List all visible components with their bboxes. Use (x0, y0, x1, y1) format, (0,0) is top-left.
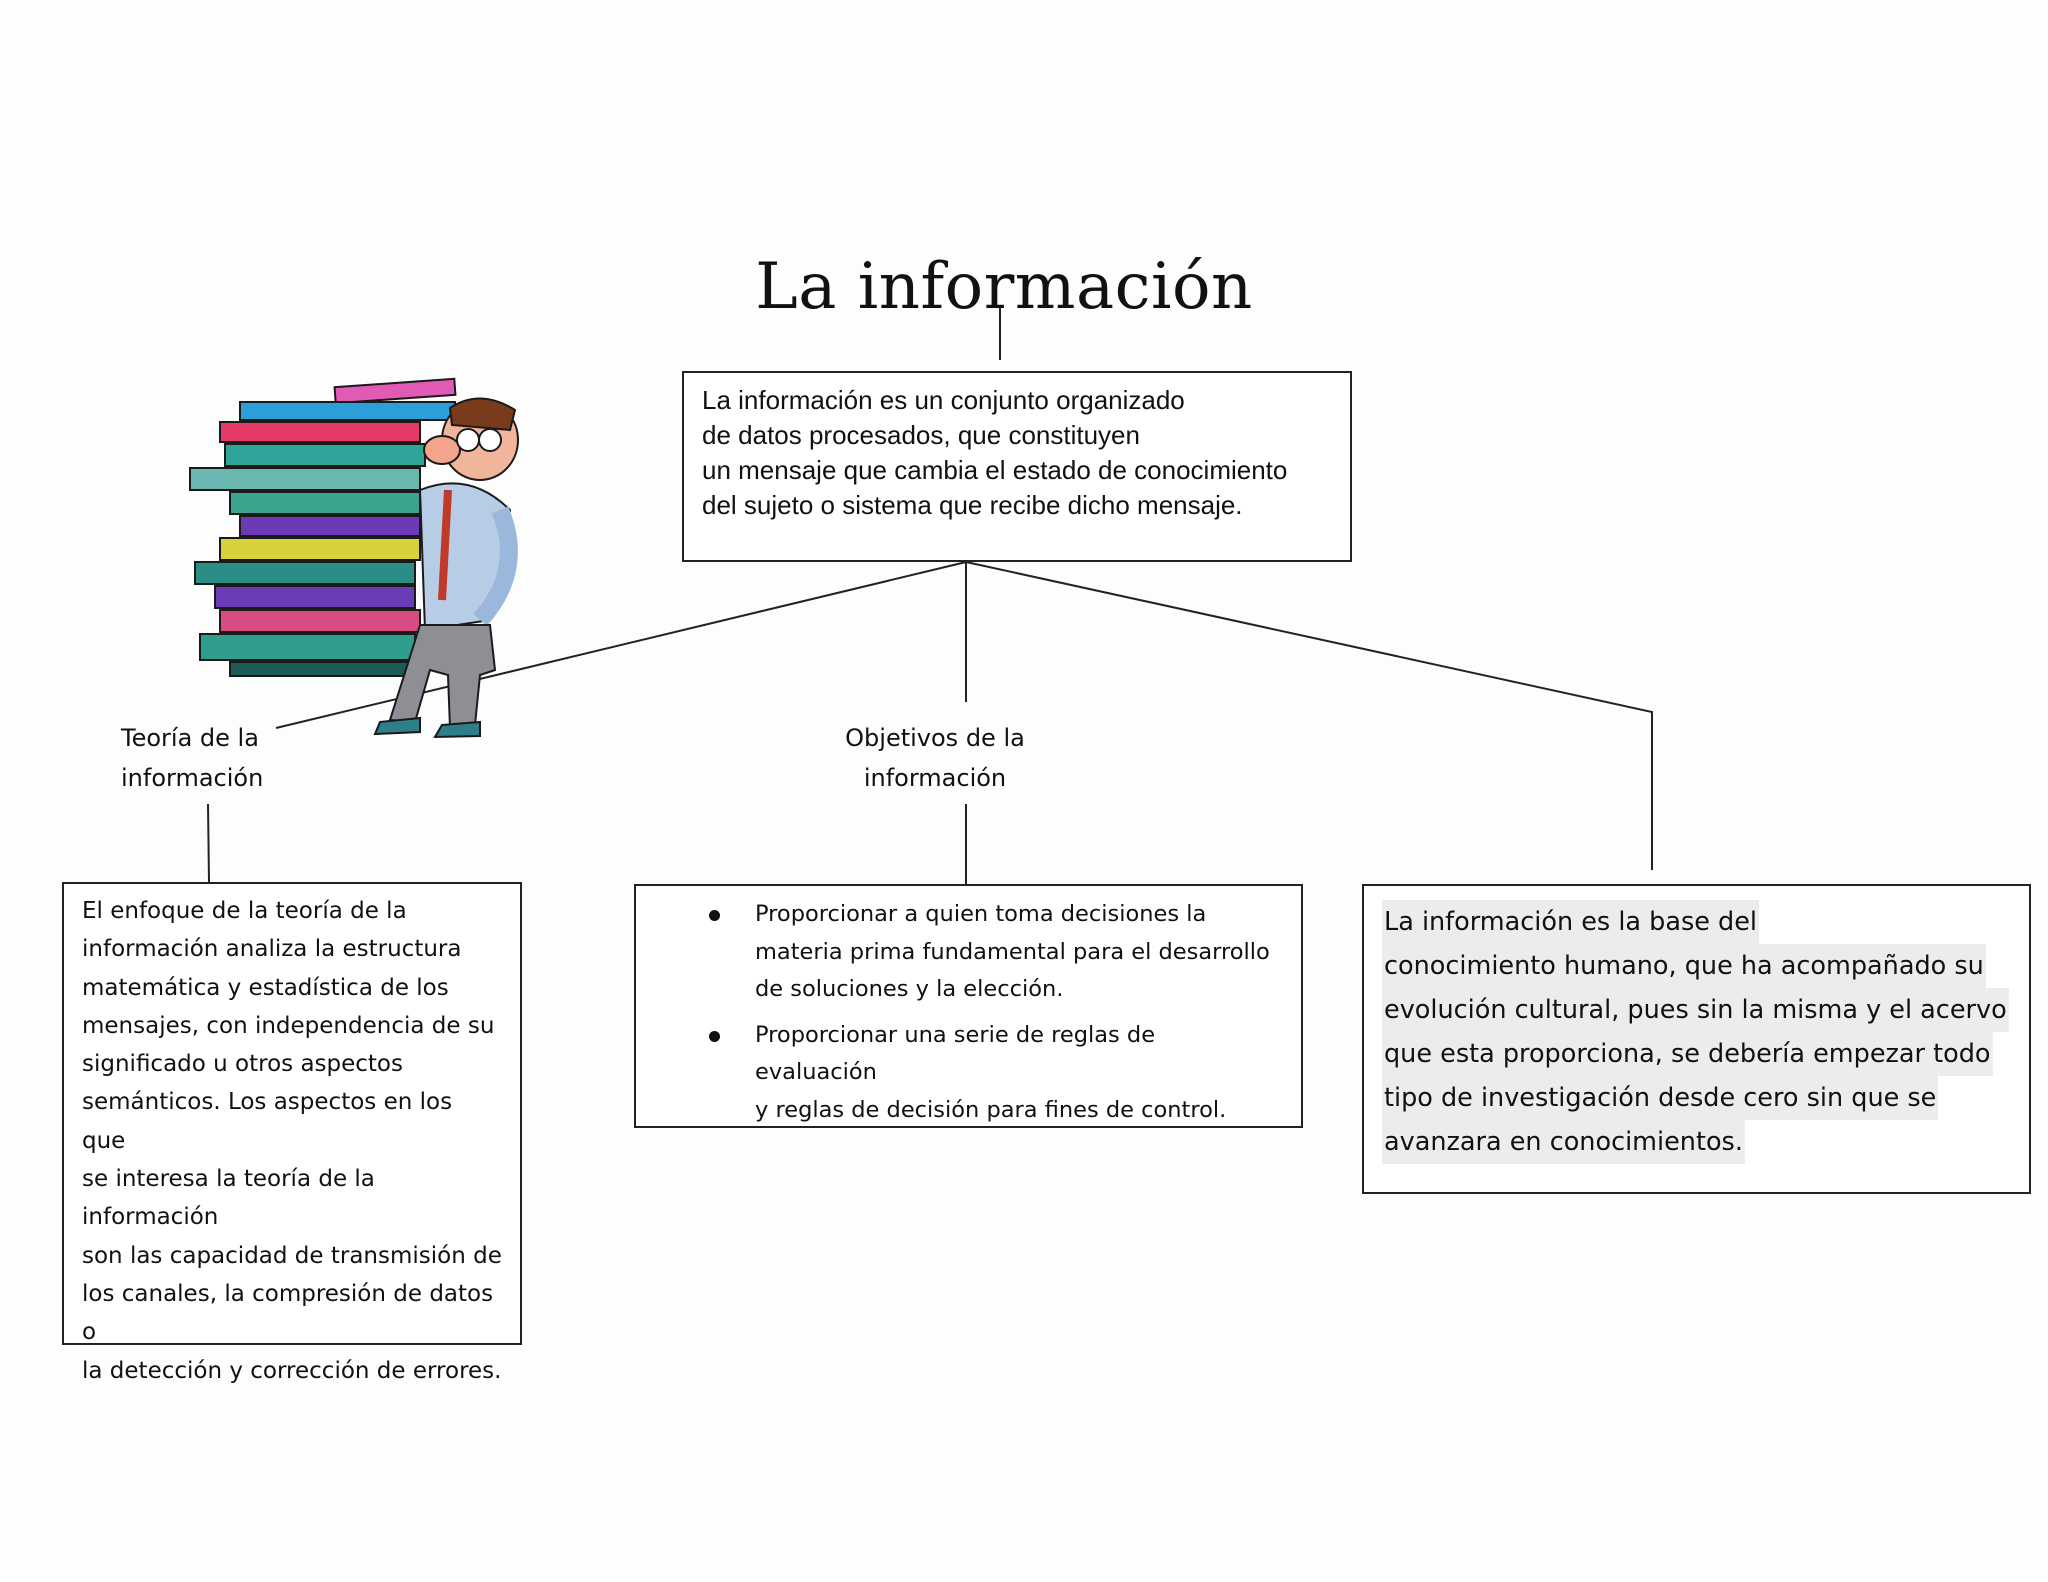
bullet-icon (709, 910, 720, 921)
base-line: conocimiento humano, que ha acompañado s… (1382, 944, 1986, 988)
base-line: evolución cultural, pues sin la misma y … (1382, 988, 2009, 1032)
teoria-line: la detección y corrección de errores. (82, 1352, 502, 1390)
definition-line: La información es un conjunto organizado (702, 383, 1332, 418)
list-item-line: Proporcionar a quien toma decisiones la (755, 896, 1281, 934)
base-line: La información es la base del (1382, 900, 1759, 944)
person-carrying-binders-icon (180, 370, 580, 750)
teoria-line: El enfoque de la teoría de la (82, 892, 502, 930)
objetivos-box: Proporcionar a quien toma decisiones la … (634, 884, 1303, 1128)
teoria-box: El enfoque de la teoría de la informació… (62, 882, 522, 1345)
base-line: que esta proporciona, se debería empezar… (1382, 1032, 1993, 1076)
list-item: Proporcionar una serie de reglas de eval… (636, 1017, 1281, 1130)
definition-line: del sujeto o sistema que recibe dicho me… (702, 488, 1332, 523)
list-item: Proporcionar a quien toma decisiones la … (636, 896, 1281, 1009)
branch-label-line: información (121, 758, 321, 798)
definition-line: un mensaje que cambia el estado de conoc… (702, 453, 1332, 488)
objetivos-list: Proporcionar a quien toma decisiones la … (636, 896, 1281, 1129)
teoria-line: son las capacidad de transmisión de (82, 1237, 502, 1275)
teoria-line: matemática y estadística de los (82, 969, 502, 1007)
left-label-connector (208, 804, 209, 882)
teoria-line: mensajes, con independencia de su (82, 1007, 502, 1045)
branch-label-line: información (820, 758, 1050, 798)
branch-label-line: Teoría de la (121, 718, 321, 758)
branch-label-line: Objetivos de la (820, 718, 1050, 758)
list-item-line: y reglas de decisión para fines de contr… (755, 1092, 1281, 1130)
connector-to-right (966, 562, 1652, 870)
list-item-line: Proporcionar una serie de reglas de eval… (755, 1017, 1281, 1092)
teoria-line: información analiza la estructura (82, 930, 502, 968)
base-line: tipo de investigación desde cero sin que… (1382, 1076, 1938, 1120)
list-item-line: materia prima fundamental para el desarr… (755, 934, 1281, 972)
teoria-line: los canales, la compresión de datos o (82, 1275, 502, 1352)
definition-box: La información es un conjunto organizado… (682, 371, 1352, 562)
branch-label-teoria: Teoría de la información (121, 718, 321, 798)
diagram-title: La información (0, 250, 2028, 324)
teoria-line: significado u otros aspectos (82, 1045, 502, 1083)
list-item-line: de soluciones y la elección. (755, 971, 1281, 1009)
definition-line: de datos procesados, que constituyen (702, 418, 1332, 453)
branch-label-objetivos: Objetivos de la información (820, 718, 1050, 798)
teoria-line: semánticos. Los aspectos en los que (82, 1083, 502, 1160)
bullet-icon (709, 1031, 720, 1042)
base-conocimiento-box: La información es la base del conocimien… (1362, 884, 2031, 1194)
base-line: avanzara en conocimientos. (1382, 1120, 1745, 1164)
teoria-line: se interesa la teoría de la información (82, 1160, 502, 1237)
